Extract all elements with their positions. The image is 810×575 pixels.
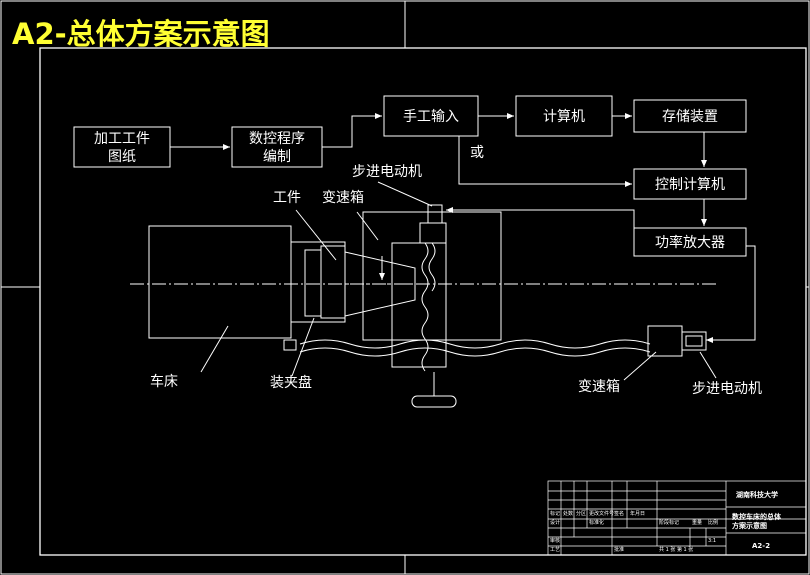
- label-stepper-motor-bottom: 步进电动机: [692, 381, 762, 397]
- chuck-jaw: [304, 249, 322, 317]
- tb-header-sign: 签名: [614, 510, 624, 517]
- feed-screw-line2: [299, 347, 651, 357]
- tb-header-date: 年月日: [630, 510, 645, 517]
- tb-process: 工艺: [550, 547, 560, 553]
- chuck-body: [290, 241, 346, 323]
- handwheel: [411, 395, 457, 408]
- tb-scale: 3:1: [708, 538, 716, 544]
- box-nc-program-line2: 编制: [263, 149, 291, 165]
- tb-header-count: 处数: [563, 510, 573, 517]
- stepper-motor-top: [427, 204, 443, 224]
- box-power-amp-label: 功率放大器: [655, 234, 725, 251]
- cross-lead-screw: [421, 242, 429, 372]
- stepper-motor-right: [681, 331, 707, 351]
- drawing-title: A2-总体方案示意图: [12, 17, 270, 51]
- lathe-body: [148, 225, 292, 339]
- tb-ratio: 比例: [708, 519, 718, 526]
- label-gearbox-bottom: 变速箱: [578, 379, 620, 395]
- box-control-computer-label: 控制计算机: [655, 177, 725, 193]
- tb-weight: 重量: [692, 519, 702, 526]
- title-block: [547, 480, 807, 556]
- box-workpiece-drawing: 加工工件 图纸: [73, 126, 171, 168]
- box-workpiece-drawing-line2: 图纸: [108, 149, 136, 165]
- lathe-schematic: [130, 181, 717, 408]
- box-nc-program-line1: 数控程序: [249, 131, 305, 147]
- box-power-amp: 功率放大器: [633, 227, 747, 257]
- tb-drawing-no: A2-2: [752, 542, 770, 550]
- label-lathe: 车床: [150, 373, 178, 390]
- tb-university: 湖南科技大学: [736, 490, 778, 499]
- box-manual-input-label: 手工输入: [403, 109, 459, 125]
- label-stepper-motor-top: 步进电动机: [352, 164, 422, 180]
- tb-standardize: 标准化: [589, 519, 604, 526]
- box-computer-label: 计算机: [543, 109, 585, 125]
- label-gearbox-top: 变速箱: [322, 190, 364, 206]
- box-storage: 存储装置: [633, 99, 747, 133]
- box-computer: 计算机: [515, 95, 613, 137]
- feed-screw-line1: [299, 339, 651, 349]
- tb-header-mark: 标记: [550, 510, 560, 517]
- saddle-body: [362, 211, 502, 341]
- or-label: 或: [470, 145, 484, 161]
- tb-approve: 批准: [614, 546, 624, 553]
- gearbox-right: [647, 325, 683, 357]
- chuck-foot: [283, 339, 297, 351]
- box-nc-program: 数控程序 编制: [231, 126, 323, 168]
- tool-post: [391, 242, 447, 368]
- flow-arrows: [170, 113, 756, 343]
- tb-drawing-name-2: 方案示意图: [732, 521, 767, 530]
- tb-review: 审核: [550, 537, 560, 544]
- label-chuck: 装夹盘: [270, 374, 312, 391]
- tb-design: 设计: [550, 519, 560, 526]
- tb-drawing-name-1: 数控车床的总体: [732, 512, 782, 521]
- box-workpiece-drawing-line1: 加工工件: [94, 131, 150, 147]
- tb-stage-mark: 阶段标记: [659, 519, 679, 526]
- drawing-frame: [39, 47, 807, 556]
- title-block-text: 标记 处数 分区 更改文件号 签名 年月日 设计 标准化 阶段标记 重量 比例 …: [550, 490, 782, 553]
- box-storage-label: 存储装置: [662, 109, 718, 125]
- tb-header-change: 更改文件号: [589, 510, 614, 517]
- tb-sheet: 共 1 张 第 1 张: [659, 546, 693, 553]
- tb-header-zone: 分区: [576, 510, 586, 517]
- label-workpiece: 工件: [273, 190, 301, 206]
- box-manual-input: 手工输入: [383, 95, 479, 137]
- motor-housing-top: [419, 222, 447, 244]
- box-control-computer: 控制计算机: [633, 168, 747, 200]
